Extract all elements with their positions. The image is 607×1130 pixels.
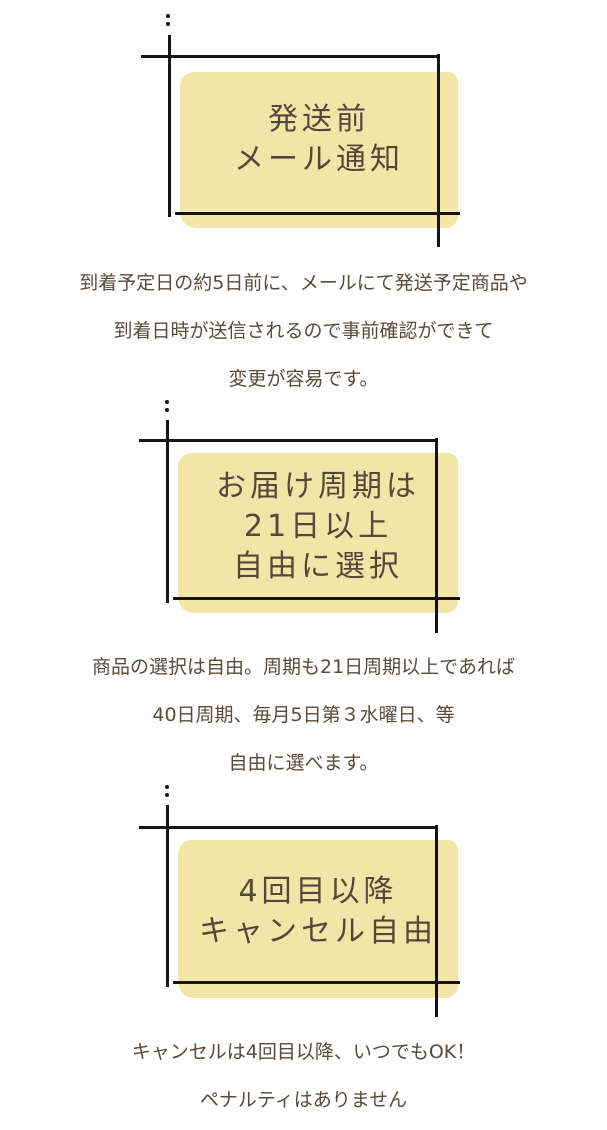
feature-title: お届け周期は 21日以上 自由に選択 [178,467,458,587]
frame-line-top [141,55,438,58]
feature-title-line: キャンセル自由 [199,914,437,949]
feature-title-line: お届け周期は [216,469,420,504]
feature-description: キャンセルは4回目以降、いつでもOK！ ペナルティはありません [0,1028,607,1124]
feature-description: 商品の選択は自由。周期も21日周期以上であれば 40日周期、毎月5日第３水曜日、… [0,643,607,787]
frame-line-bottom [173,597,460,600]
feature-description: 到着予定日の約5日前に、メールにて発送予定商品や 到着日時が送信されるので事前確… [0,259,607,403]
sketch-frame: 4回目以降 キャンセル自由 [0,780,607,1020]
dots-decoration [165,400,169,416]
description-line: ペナルティはありません [199,1089,408,1111]
description-line: 到着日時が送信されるので事前確認ができて [113,320,494,342]
frame-line-right [437,54,440,247]
frame-line-right [435,825,438,1017]
frame-line-right [435,438,438,633]
frame-line-left [166,420,169,603]
feature-title: 発送前 メール通知 [180,100,458,180]
description-line: キャンセルは4回目以降、いつでもOK！ [131,1041,476,1063]
sketch-frame: お届け周期は 21日以上 自由に選択 [0,395,607,635]
dots-decoration [166,14,170,30]
description-line: 商品の選択は自由。周期も21日周期以上であれば [92,656,515,678]
description-line: 自由に選べます。 [228,752,379,774]
description-line: 変更が容易です。 [228,368,379,390]
frame-line-top [139,826,437,829]
description-line: 到着予定日の約5日前に、メールにて発送予定商品や [79,272,528,294]
frame-line-left [166,805,169,987]
highlight-pad [178,840,458,998]
feature-title-line: 21日以上 [243,509,393,544]
sketch-frame: 発送前 メール通知 [0,0,607,247]
frame-line-bottom [173,981,460,984]
frame-line-left [168,35,171,217]
feature-title-line: 発送前 [268,102,370,137]
frame-line-bottom [175,212,460,215]
feature-title-line: メール通知 [234,142,404,177]
feature-title-line: 自由に選択 [233,549,403,584]
feature-title: 4回目以降 キャンセル自由 [172,872,464,952]
highlight-pad [180,72,458,228]
feature-title-line: 4回目以降 [238,874,398,909]
highlight-pad [178,453,458,613]
dots-decoration [165,785,169,801]
frame-line-top [139,439,437,442]
description-line: 40日周期、毎月5日第３水曜日、等 [152,704,455,726]
